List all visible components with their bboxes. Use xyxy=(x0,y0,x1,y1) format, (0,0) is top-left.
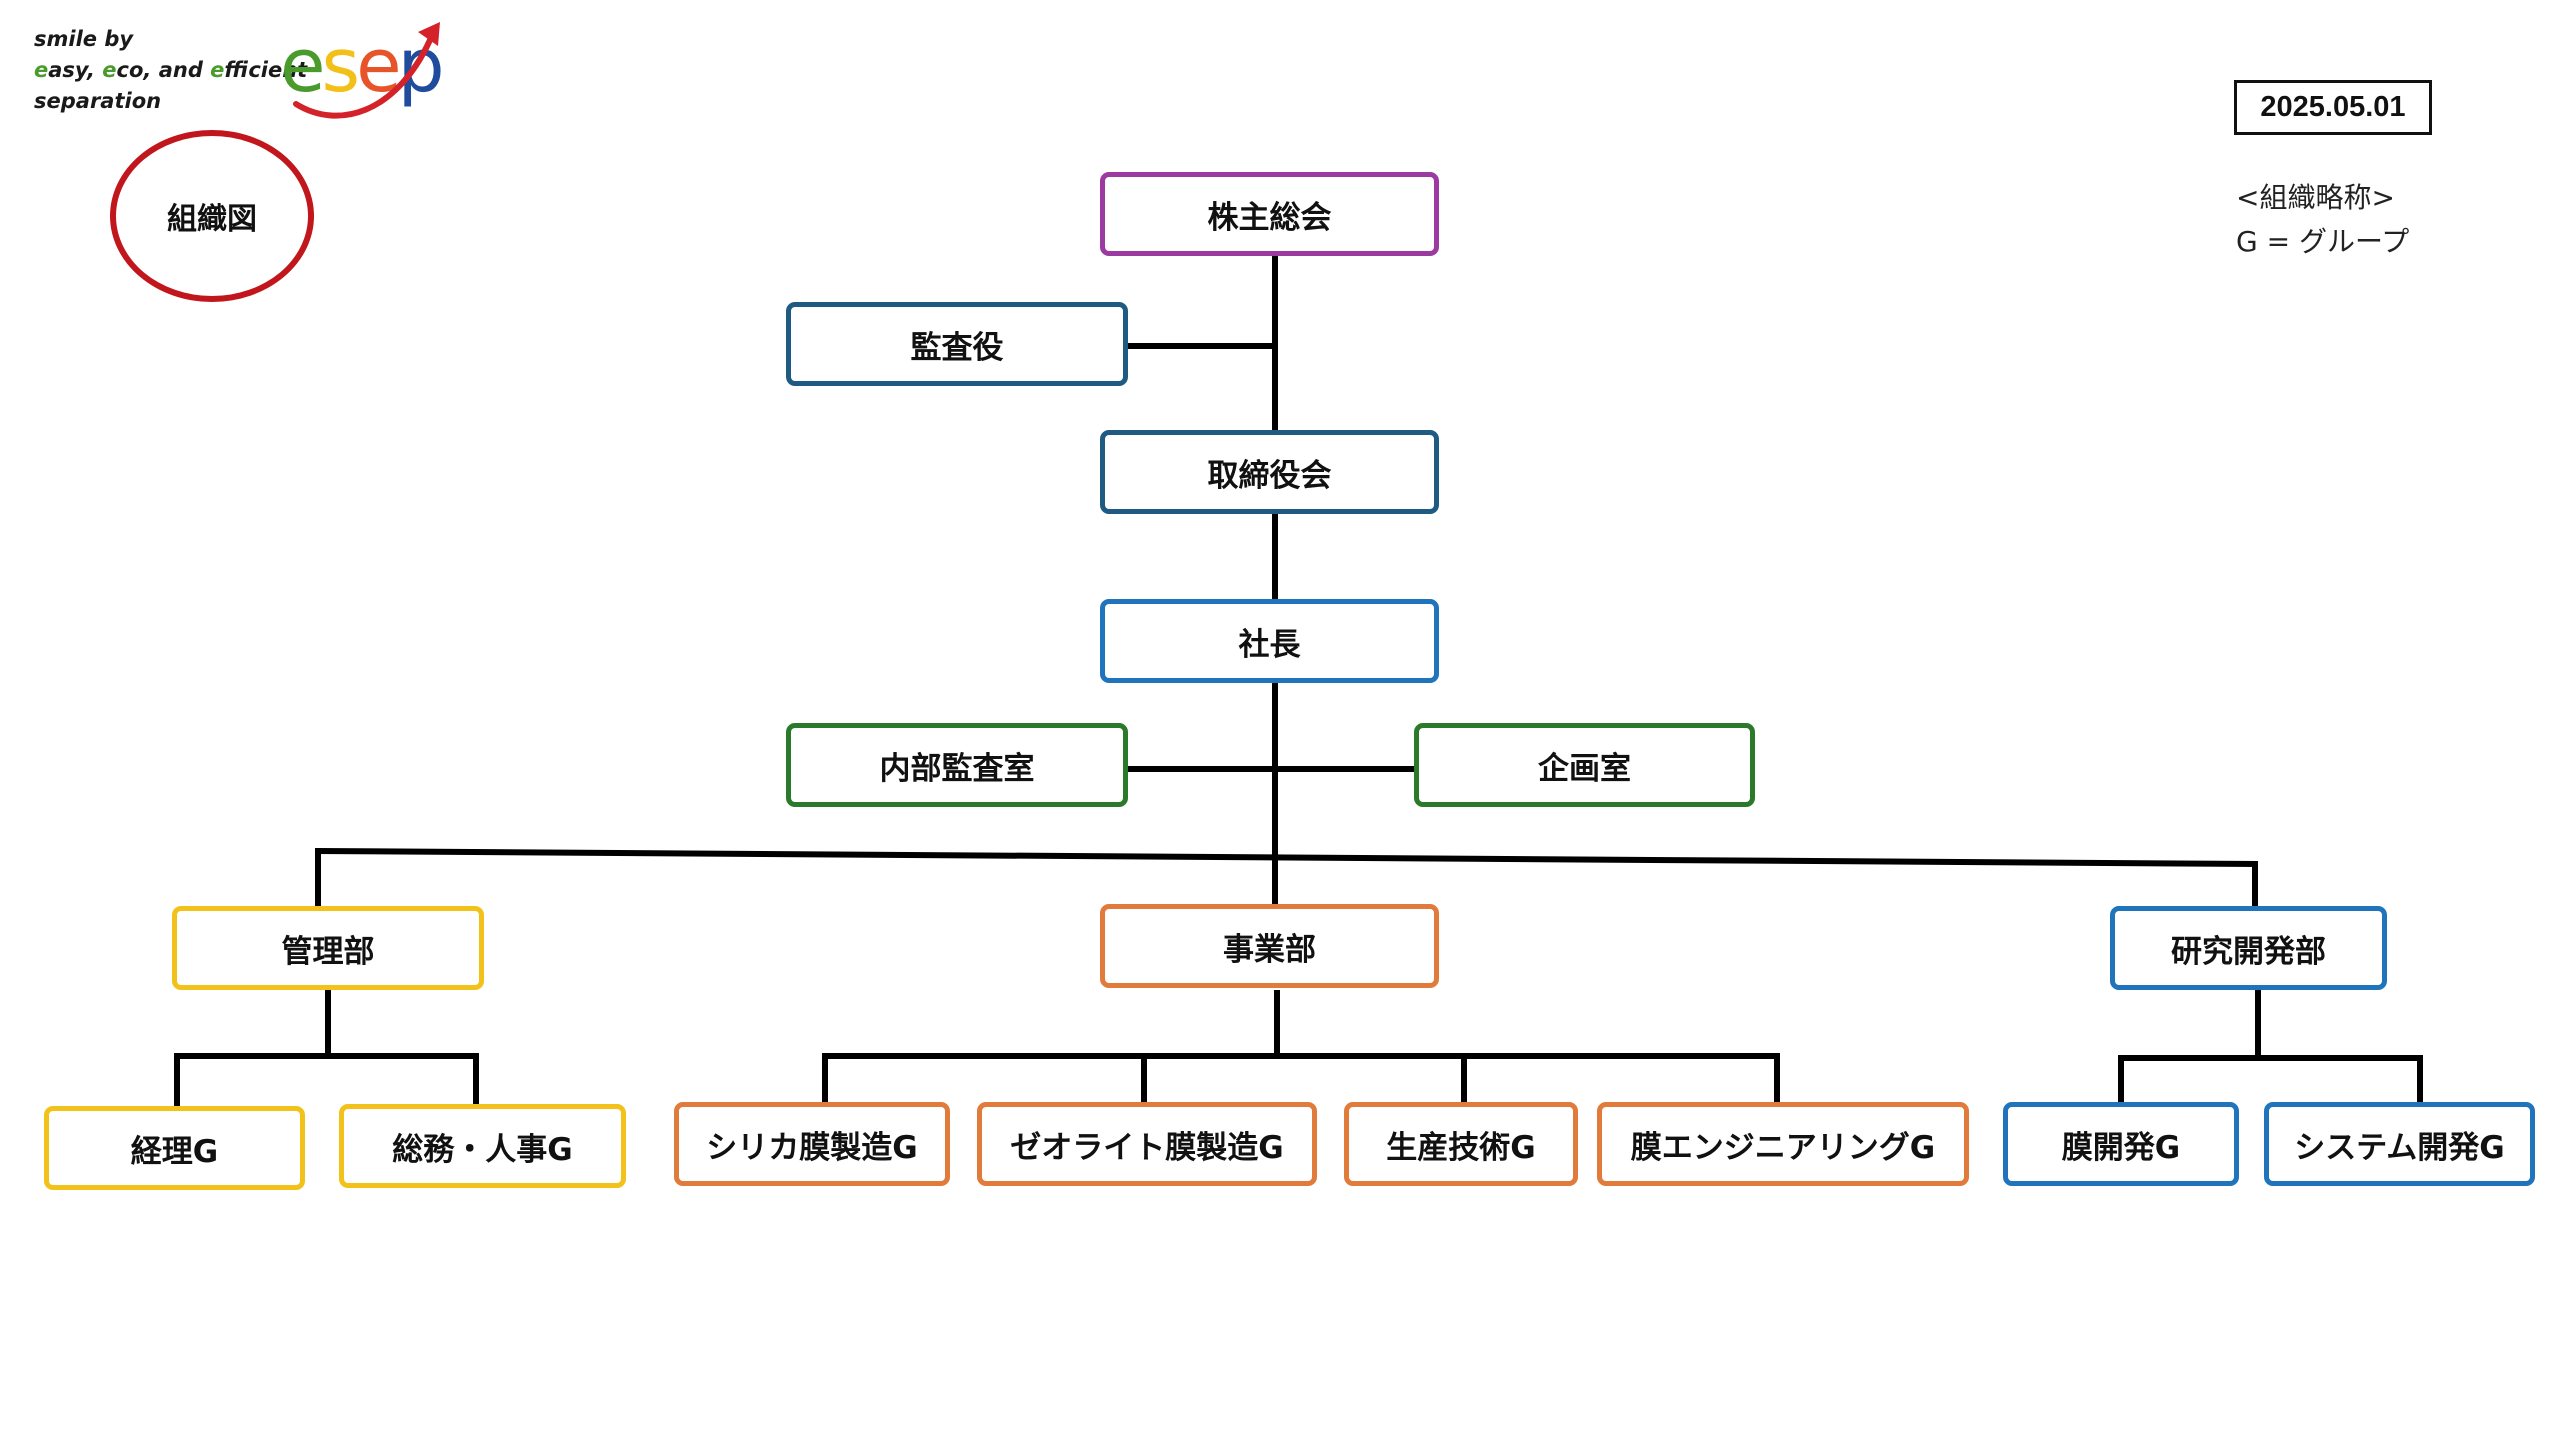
page-title: 組織図 xyxy=(110,130,314,302)
esep-logo: esep xyxy=(278,18,450,124)
connector-dept-bar xyxy=(314,847,2259,868)
logo-swoosh-icon xyxy=(293,22,440,119)
logo-tagline-line-3: separation xyxy=(34,89,162,113)
legend-heading: <組織略称> xyxy=(2236,181,2395,214)
node-rnd-dept: 研究開発部 xyxy=(2110,906,2387,990)
date-label: 2025.05.01 xyxy=(2234,80,2432,135)
legend-entry: G = グループ xyxy=(2236,225,2410,258)
node-board: 取締役会 xyxy=(1100,430,1439,514)
esep-logo-text: esep xyxy=(280,23,445,109)
node-prod-tech: 生産技術G xyxy=(1344,1102,1578,1186)
node-business-dept: 事業部 xyxy=(1100,904,1439,988)
node-president: 社長 xyxy=(1100,599,1439,683)
node-internal-audit: 内部監査室 xyxy=(786,723,1128,807)
node-silica-mfg: シリカ膜製造G xyxy=(674,1102,950,1186)
logo-tagline: smile by easy, eco, and efficient separa… xyxy=(34,24,307,117)
abbreviation-legend: <組織略称> G = グループ xyxy=(2236,176,2409,264)
node-accounting: 経理G xyxy=(44,1106,305,1190)
node-membrane-dev: 膜開発G xyxy=(2003,1102,2239,1186)
node-shareholders: 株主総会 xyxy=(1100,172,1439,256)
node-admin-dept: 管理部 xyxy=(172,906,484,990)
node-system-dev: システム開発G xyxy=(2264,1102,2535,1186)
node-zeolite-mfg: ゼオライト膜製造G xyxy=(977,1102,1317,1186)
node-planning: 企画室 xyxy=(1414,723,1755,807)
node-general-hr: 総務・人事G xyxy=(339,1104,626,1188)
node-membrane-eng: 膜エンジニアリングG xyxy=(1597,1102,1969,1186)
node-auditor: 監査役 xyxy=(786,302,1128,386)
logo-tagline-line-1: smile by xyxy=(34,27,134,51)
logo-tagline-line-2: easy, eco, and efficient xyxy=(34,58,308,82)
